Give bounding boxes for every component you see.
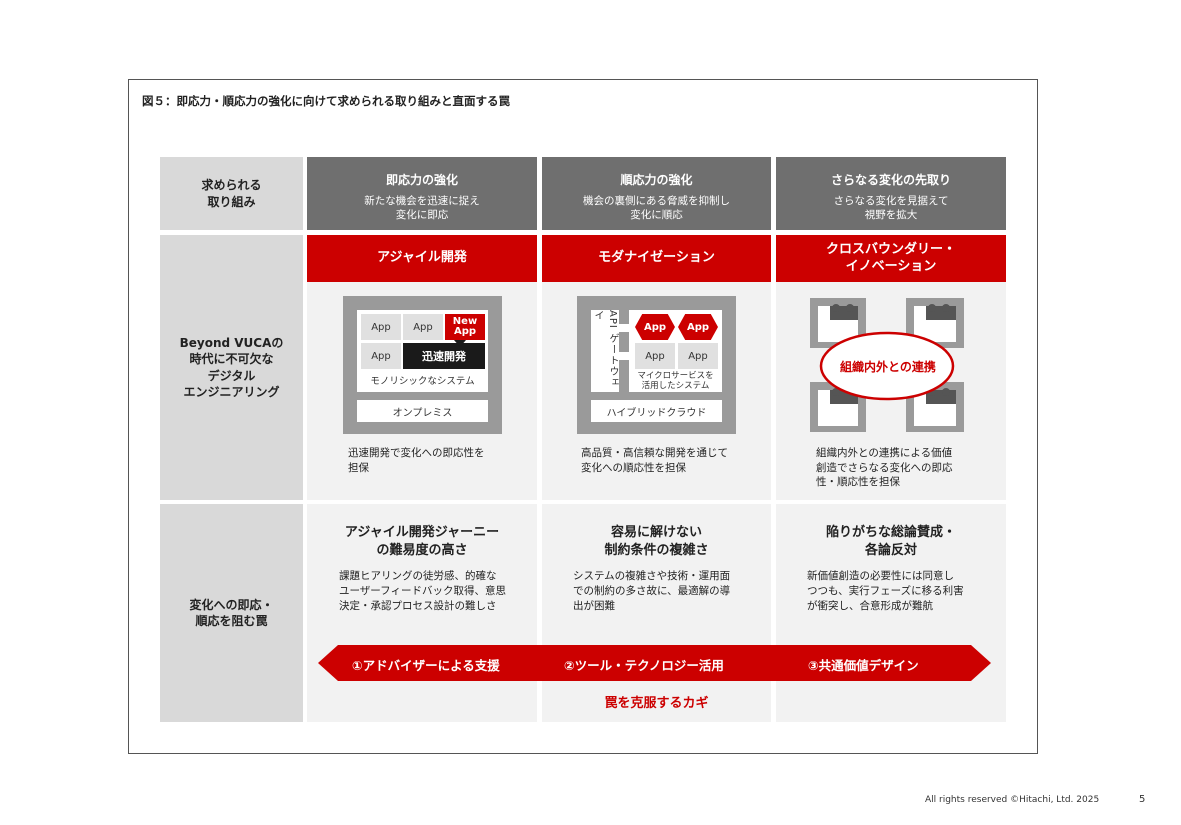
- on-premises-label: オンプレミス: [357, 400, 488, 422]
- column-subtitle: 新たな機会を迅速に捉え 変化に即応: [364, 195, 480, 222]
- collab-label: 組織内外との連携: [840, 360, 936, 374]
- figure-frame: [128, 79, 1038, 754]
- hybrid-cloud-label: ハイブリッドクラウド: [591, 400, 722, 422]
- approach-cross-boundary: クロスバウンダリー・ イノベーション: [776, 235, 1006, 282]
- key-caption: 罠を克服するカギ: [604, 696, 709, 711]
- key-tools: ②ツール・テクノロジー活用: [564, 658, 724, 673]
- column-header-adaptability: 順応力の強化 機会の裏側にある脅威を抑制し 変化に順応: [542, 157, 771, 230]
- trap-title-modern: 容易に解けない 制約条件の複雑さ: [604, 525, 709, 558]
- trap-desc-cross: 新価値創造の必要性には同意し つつも、実行フェーズに移る利害 が衝突し、合意形成…: [807, 570, 964, 613]
- app-hex: App: [635, 314, 675, 340]
- column-title: 即応力の強化: [385, 173, 458, 187]
- rowhead-initiatives: 求められる 取り組み: [160, 157, 303, 230]
- app-box: App: [403, 314, 443, 340]
- column-subtitle: 機会の裏側にある脅威を抑制し 変化に順応: [583, 195, 730, 222]
- trap-desc-modern: システムの複雑さや技術・運用面 での制約の多さ故に、最適解の導 出が困難: [573, 570, 731, 613]
- trap-desc-agile: 課題ヒアリングの徒労感、的確な ユーザーフィードバック取得、意思 決定・承認プロ…: [339, 570, 506, 613]
- rapid-dev-label: 迅速開発: [403, 343, 485, 369]
- column-header-agility: 即応力の強化 新たな機会を迅速に捉え 変化に即応: [307, 157, 537, 230]
- monolithic-system-diagram: App App New App App 迅速開発 モノリシックなシステム オンプ…: [343, 296, 502, 434]
- page-number: 5: [1139, 794, 1146, 805]
- rowhead-engineering: Beyond VUCAの 時代に不可欠な デジタル エンジニアリング: [160, 235, 303, 500]
- org-building-icon: [906, 382, 964, 432]
- monolithic-label: モノリシックなシステム: [370, 376, 475, 387]
- app-hex: App: [678, 314, 718, 340]
- column-title: 順応力の強化: [620, 173, 693, 187]
- key-advisor: ①アドバイザーによる支援: [352, 658, 500, 673]
- trap-cell-agile: [307, 504, 537, 722]
- key-shared-value: ③共通価値デザイン: [808, 658, 919, 673]
- trap-title-agile: アジャイル開発ジャーニー の難易度の高さ: [344, 525, 500, 558]
- copyright: All rights reserved ©Hitachi, Ltd. 2025: [925, 795, 1100, 805]
- app-box: App: [361, 343, 401, 369]
- collab-ellipse: [819, 331, 955, 401]
- figure-title: 図５：即応力・順応力の強化に向けて求められる取り組みと直面する罠: [142, 94, 510, 108]
- column-title: さらなる変化の先取り: [830, 173, 951, 187]
- agile-description: 迅速開発で変化への即応性を 担保: [348, 447, 485, 474]
- approach-agile: アジャイル開発: [307, 235, 537, 282]
- cross-description: 組織内外との連携による価値 創造でさらなる変化への即応 性・順応性を担保: [816, 447, 953, 489]
- hybrid-system-diagram: API ゲートウェイ App App App App マイクロサービスを 活用し…: [577, 296, 736, 434]
- trap-cell-modern: [542, 504, 771, 722]
- trap-title-cross: 陥りがちな総論賛成・ 各論反対: [825, 525, 956, 558]
- rowhead-traps: 変化への即応・ 順応を阻む罠: [160, 504, 303, 722]
- pointer-icon: [454, 340, 466, 347]
- app-box: App: [678, 343, 718, 369]
- api-gateway-label: API ゲートウェイ: [591, 310, 619, 392]
- modern-description: 高品質・高信頼な開発を通じて 変化への順応性を担保: [581, 447, 728, 474]
- approach-modernization: モダナイゼーション: [542, 235, 771, 282]
- app-box: App: [635, 343, 675, 369]
- new-app-box: New App: [445, 314, 485, 340]
- column-header-anticipation: さらなる変化の先取り さらなる変化を見据えて 視野を拡大: [776, 157, 1006, 230]
- connector: [619, 324, 629, 332]
- trap-cell-cross: [776, 504, 1006, 722]
- connector: [619, 352, 629, 360]
- collaboration-diagram: [810, 298, 964, 432]
- org-building-icon: [810, 298, 866, 348]
- keys-arrow-band: [318, 645, 991, 681]
- column-subtitle: さらなる変化を見据えて 視野を拡大: [833, 195, 949, 222]
- app-box: App: [361, 314, 401, 340]
- microservices-label: マイクロサービスを 活用したシステム: [637, 371, 714, 392]
